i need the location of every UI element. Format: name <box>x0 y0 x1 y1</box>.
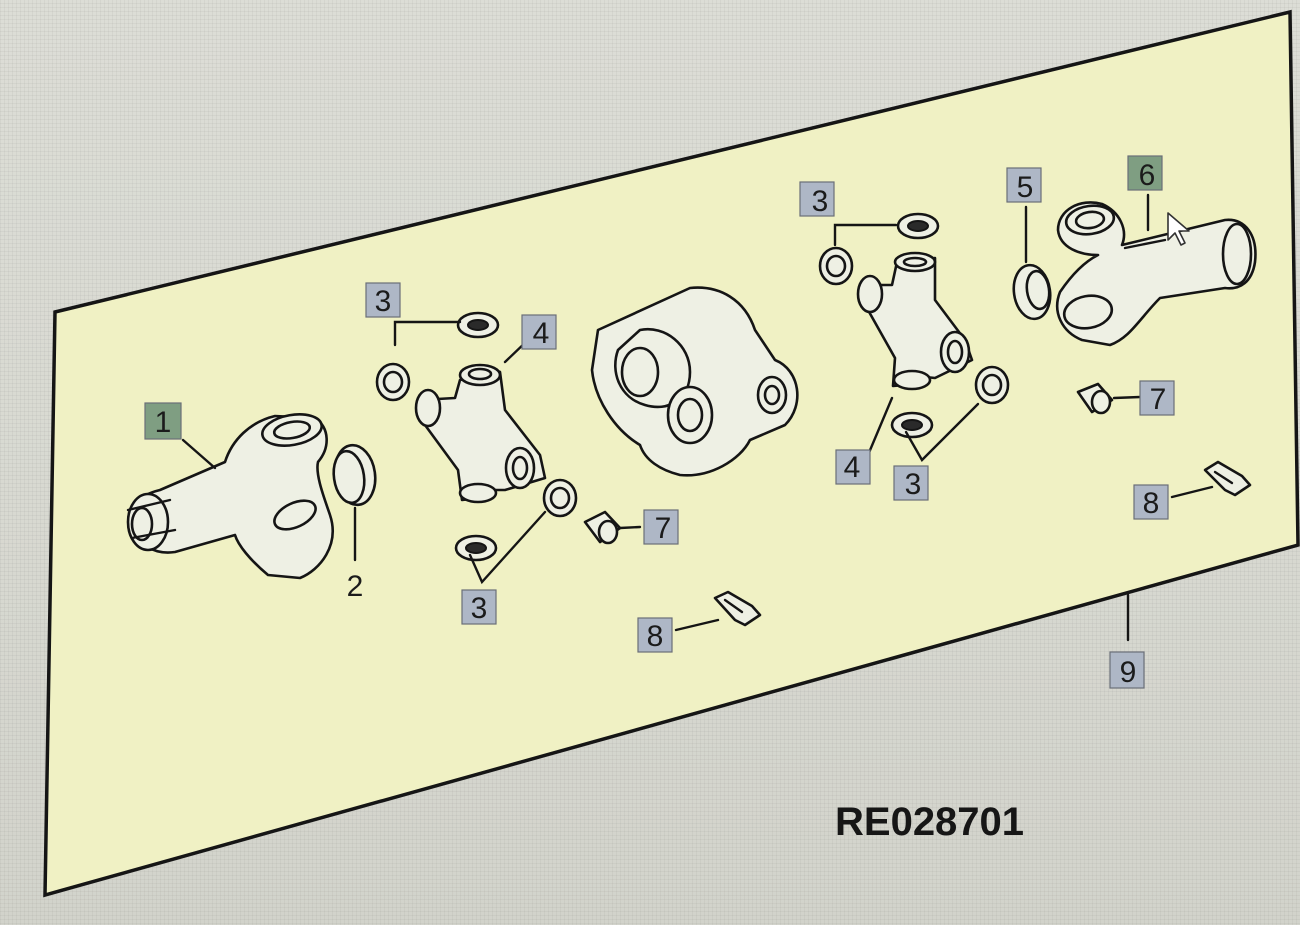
svg-text:3: 3 <box>375 285 392 318</box>
part-2-seal[interactable] <box>331 443 379 508</box>
drawing-number: RE028701 <box>835 800 1024 844</box>
svg-text:9: 9 <box>1120 656 1137 689</box>
part-7-bushing-right[interactable] <box>1076 382 1114 415</box>
callout-8b[interactable]: 8 <box>1133 484 1169 520</box>
leader-8a <box>674 618 720 632</box>
svg-text:4: 4 <box>844 451 861 484</box>
leader-7a <box>618 525 642 530</box>
part-3-bearing-cup-right-side[interactable] <box>974 365 1010 405</box>
leader-3c <box>833 223 898 247</box>
svg-text:2: 2 <box>347 570 364 603</box>
leader-1 <box>181 438 217 470</box>
svg-text:7: 7 <box>1150 383 1167 416</box>
svg-text:8: 8 <box>647 620 664 653</box>
part-3-bearing-cup-left-side[interactable] <box>542 478 578 518</box>
part-4-spider-right[interactable] <box>856 251 974 391</box>
center-coupling[interactable] <box>590 286 799 477</box>
leader-8b <box>1170 485 1214 499</box>
leader-3b <box>468 510 547 585</box>
svg-text:1: 1 <box>155 406 172 439</box>
svg-text:4: 4 <box>533 317 550 350</box>
callout-4a[interactable]: 4 <box>521 314 557 350</box>
callout-3b[interactable]: 3 <box>461 589 497 625</box>
svg-text:5: 5 <box>1017 171 1034 204</box>
part-1-yoke[interactable] <box>126 410 334 580</box>
svg-text:8: 8 <box>1143 487 1160 520</box>
part-4-spider-left[interactable] <box>414 363 547 504</box>
callout-3a[interactable]: 3 <box>365 282 401 318</box>
part-3-bearing-cup-left-ring[interactable] <box>375 362 411 402</box>
svg-text:3: 3 <box>905 468 922 501</box>
part-3-bearing-cup-right-bottom[interactable] <box>890 411 934 439</box>
callout-4b[interactable]: 4 <box>835 449 871 485</box>
part-8-bolt-right[interactable] <box>1203 460 1252 497</box>
callout-8a[interactable]: 8 <box>637 617 673 653</box>
callout-1[interactable]: 1 <box>144 402 182 440</box>
callout-5[interactable]: 5 <box>1006 167 1042 204</box>
callout-7b[interactable]: 7 <box>1139 380 1175 416</box>
part-3-bearing-cup-right-ring[interactable] <box>818 246 854 286</box>
svg-text:3: 3 <box>471 592 488 625</box>
callout-3c[interactable]: 3 <box>799 181 835 218</box>
leader-4b <box>866 396 894 457</box>
callout-6[interactable]: 6 <box>1127 155 1163 192</box>
callout-7a[interactable]: 7 <box>643 509 679 545</box>
svg-text:7: 7 <box>655 512 672 545</box>
part-3-bearing-cup-left-top[interactable] <box>456 311 500 339</box>
leader-3d <box>904 402 980 462</box>
callout-2[interactable]: 2 <box>347 570 364 603</box>
svg-text:6: 6 <box>1139 159 1156 192</box>
part-5-seal[interactable] <box>1010 263 1053 321</box>
callout-9[interactable]: 9 <box>1109 651 1145 689</box>
part-8-bolt-left[interactable] <box>713 590 762 627</box>
leader-7b <box>1112 395 1142 400</box>
part-3-bearing-cup-left-bottom[interactable] <box>454 534 498 562</box>
mouse-cursor-icon <box>1167 212 1190 246</box>
part-6-slip-yoke[interactable] <box>1055 201 1257 347</box>
svg-text:3: 3 <box>812 185 829 218</box>
callout-3d[interactable]: 3 <box>893 465 929 501</box>
part-3-bearing-cup-right-top[interactable] <box>896 212 940 240</box>
leader-3a <box>393 320 462 347</box>
